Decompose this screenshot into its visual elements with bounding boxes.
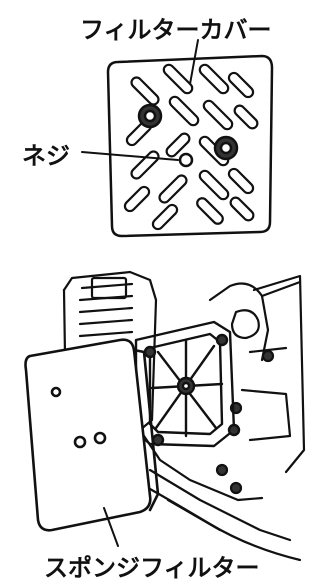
sponge-leader (103, 507, 119, 547)
sponge-filter (24, 338, 160, 532)
engine-body (62, 270, 306, 562)
screw-leader (81, 151, 179, 161)
cover-bolt-right (213, 135, 239, 161)
filter-holder (134, 320, 241, 448)
screw-hole (178, 152, 194, 168)
filter-cover (106, 54, 274, 238)
screw-label: ネジ (22, 142, 70, 170)
cover-leader (189, 39, 199, 85)
sponge-filter-label: スポンジフィルター (44, 554, 260, 582)
cover-slots (123, 63, 259, 231)
filter-cover-label: フィルターカバー (80, 16, 272, 44)
cover-bolt-left (137, 103, 163, 129)
